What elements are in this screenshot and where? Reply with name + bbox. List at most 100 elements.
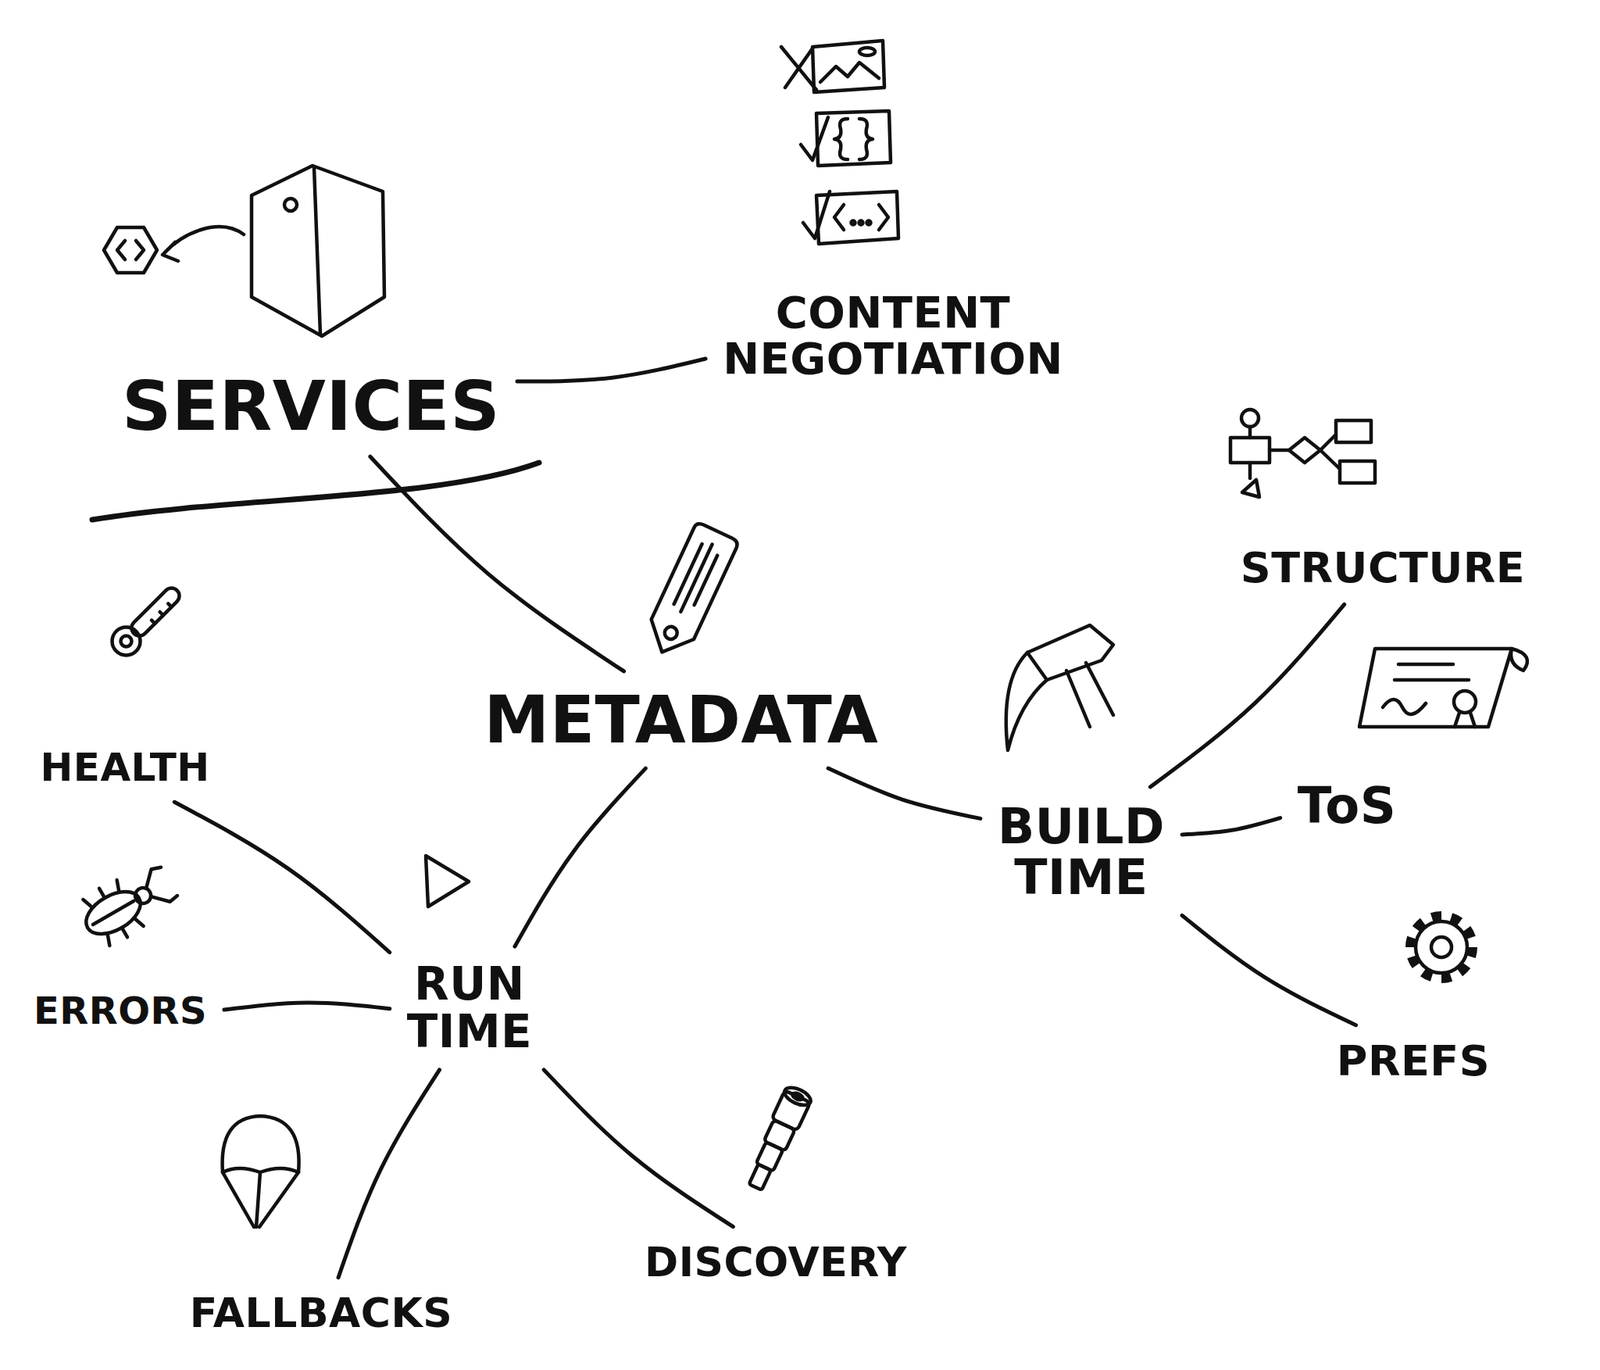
concept-node: BUILD TIME: [991, 797, 1172, 906]
flowchart-icon-part: [1289, 437, 1321, 463]
concept-label: FALLBACKS: [183, 1288, 459, 1338]
bug-icon-part: [82, 878, 144, 947]
xml-format-icon-part: [859, 221, 864, 225]
gear-icon: [1410, 915, 1473, 979]
flowchart-icon-part: [1339, 460, 1375, 483]
xml-format-icon-part: [851, 221, 856, 225]
mind-map-branch: [338, 1069, 440, 1278]
bug-icon-part: [139, 864, 179, 909]
mind-map-branch: [224, 1002, 390, 1010]
concept-label: RUN TIME: [400, 957, 539, 1059]
code-hexagon: [103, 226, 244, 273]
concept-label: PREFS: [1330, 1035, 1497, 1087]
parachute-icon: [222, 1115, 300, 1227]
image-format-icon-part: [820, 62, 879, 83]
server-cabinet-part: [251, 165, 385, 336]
certificate-icon-part: [1510, 648, 1528, 671]
concept-node: HEALTH: [33, 743, 216, 792]
gear-icon-part: [1415, 921, 1468, 973]
thermometer-icon-part: [151, 603, 172, 623]
concept-node: PREFS: [1330, 1035, 1497, 1087]
xml-format-icon-part: [834, 204, 889, 230]
play-icon: [425, 855, 469, 907]
image-format-icon-part: [781, 46, 817, 90]
tag-icon-part: [672, 539, 722, 615]
concept-label: HEALTH: [33, 743, 216, 792]
concept-label: ToS: [1291, 776, 1404, 836]
concept-node: CONTENT NEGOTIATION: [716, 286, 1070, 386]
flowchart-icon-part: [1230, 437, 1270, 463]
mind-map-branch: [514, 767, 646, 947]
concept-node: FALLBACKS: [183, 1288, 459, 1338]
mind-map-branch: [1182, 914, 1356, 1025]
image-format-icon: [781, 40, 885, 93]
code-hexagon-part: [117, 240, 144, 260]
server-cabinet-part: [314, 167, 321, 335]
telescope-icon-part: [791, 1091, 804, 1101]
image-format-icon-part: [812, 40, 885, 93]
bug-icon-part: [92, 900, 134, 925]
concept-node: ToS: [1291, 776, 1404, 836]
json-format-icon-part: [834, 118, 848, 160]
gear-icon-part: [1431, 936, 1452, 958]
concept-node: ERRORS: [27, 987, 214, 1033]
code-hexagon-part: [162, 226, 244, 261]
concept-label: ERRORS: [27, 987, 214, 1033]
concept-label: SERVICES: [115, 367, 507, 446]
certificate-icon-part: [1359, 648, 1512, 727]
concept-node: DISCOVERY: [638, 1237, 914, 1287]
concept-label: BUILD TIME: [991, 797, 1172, 906]
mind-map-branch: [1182, 817, 1281, 835]
concept-label: CONTENT NEGOTIATION: [716, 286, 1070, 386]
telescope-icon-part: [764, 1119, 796, 1151]
thermometer-icon-part: [118, 633, 135, 650]
concept-label: STRUCTURE: [1234, 542, 1532, 594]
thermometer-icon: [106, 580, 187, 661]
parachute-icon-part: [222, 1115, 300, 1172]
code-hexagon-part: [103, 227, 158, 273]
hammer-icon-part: [1066, 662, 1114, 727]
flowchart-icon-part: [1269, 448, 1290, 453]
certificate-icon-part: [1454, 712, 1475, 727]
concept-label: DISCOVERY: [638, 1237, 914, 1287]
mind-map-branch: [1150, 603, 1344, 787]
tag-icon-part: [662, 624, 679, 641]
mind-map-branch: [543, 1069, 733, 1227]
xml-format-icon-part: [803, 191, 830, 239]
json-format-icon: [800, 110, 891, 166]
certificate-icon-part: [1394, 664, 1469, 680]
bug-icon: [73, 856, 183, 952]
mind-map-branch: [174, 801, 390, 952]
server-cabinet: [251, 165, 385, 336]
hammer-icon: [1006, 625, 1114, 750]
flowchart-icon-part: [1248, 462, 1253, 479]
thermometer-icon-part: [106, 621, 147, 661]
gear-icon-part: [1410, 915, 1473, 979]
concept-node: STRUCTURE: [1234, 542, 1532, 594]
mind-map-branch: [517, 358, 706, 382]
tag-icon: [640, 521, 740, 662]
services-underline: [92, 462, 540, 520]
mind-map-branch: [828, 767, 981, 818]
flowchart-icon-part: [1242, 479, 1260, 497]
parachute-icon-part: [222, 1171, 299, 1227]
xml-format-icon-part: [867, 221, 872, 225]
concept-node: METADATA: [478, 682, 886, 758]
hammer-icon-part: [1027, 625, 1114, 680]
json-format-icon-part: [800, 117, 829, 161]
flowchart-icon-part: [1241, 409, 1259, 427]
concept-node: RUN TIME: [400, 957, 539, 1059]
image-format-icon-part: [859, 47, 875, 56]
certificate-icon-part: [1453, 690, 1476, 713]
certificate-icon: [1359, 648, 1528, 727]
mind-map-branch: [370, 456, 625, 672]
telescope-icon: [742, 1083, 815, 1193]
telescope-icon-part: [749, 1164, 772, 1190]
flowchart-icon: [1230, 409, 1375, 497]
flowchart-icon-part: [1335, 420, 1372, 443]
xml-format-icon: [803, 191, 899, 244]
telescope-icon-part: [782, 1083, 814, 1109]
concept-label: METADATA: [478, 682, 886, 758]
